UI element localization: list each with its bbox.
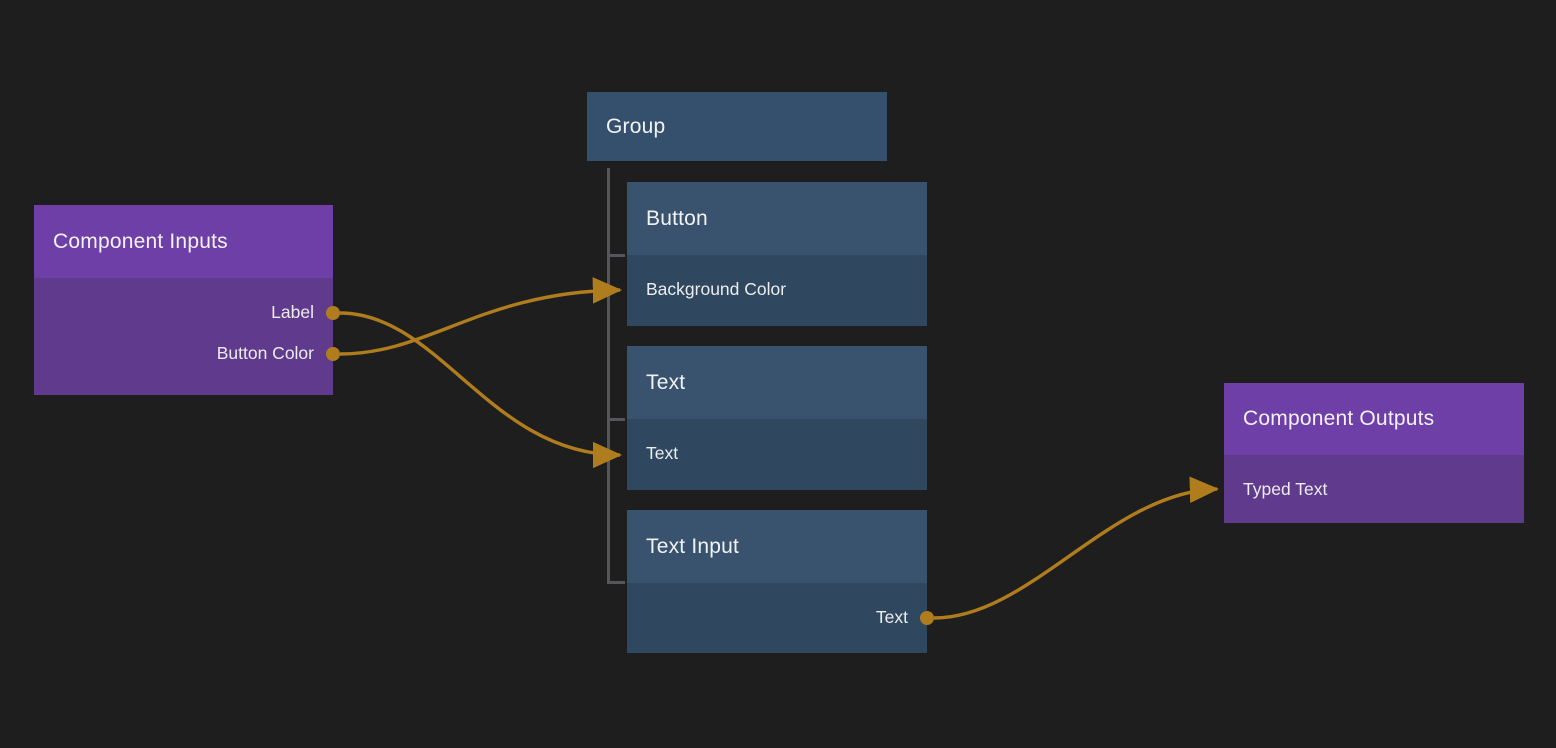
node-text-input[interactable]: Text Input Text (627, 510, 934, 653)
node-button-header: Button (627, 182, 927, 255)
port-row-label[interactable]: Label (34, 292, 340, 333)
port-label-typed-text: Typed Text (1243, 479, 1328, 499)
node-component-inputs[interactable]: Component Inputs Label Button Color (34, 205, 340, 395)
port-row-button-color[interactable]: Button Color (34, 333, 340, 374)
node-text[interactable]: Text Text (627, 346, 927, 490)
node-component-outputs-header: Component Outputs (1224, 383, 1524, 455)
port-dot-button-color[interactable] (326, 346, 340, 361)
node-text-title: Text (646, 370, 686, 394)
node-text-input-body: Text (627, 583, 934, 653)
node-text-input-header: Text Input (627, 510, 927, 583)
port-row-text[interactable]: Text (627, 433, 927, 474)
node-text-header: Text (627, 346, 927, 419)
node-group-header: Group (587, 92, 887, 161)
node-button[interactable]: Button Background Color (627, 182, 927, 326)
port-dot-label[interactable] (326, 305, 340, 320)
edge-label-to-text (339, 311, 623, 469)
group-tree-branch-button (607, 254, 625, 257)
port-row-typed-text[interactable]: Typed Text (1224, 469, 1524, 510)
port-label-background-color: Background Color (646, 279, 787, 299)
group-tree-branch-text-input (607, 581, 625, 584)
port-label-label: Label (271, 302, 314, 322)
port-row-background-color[interactable]: Background Color (627, 269, 927, 310)
node-button-title: Button (646, 206, 708, 230)
edge-button-color-to-background-color (339, 277, 623, 356)
node-component-outputs-title: Component Outputs (1243, 407, 1435, 430)
port-label-text-input-text: Text (875, 607, 908, 627)
group-tree-branch-text (607, 418, 625, 421)
node-text-input-title: Text Input (646, 534, 740, 558)
edge-text-to-typed-text (933, 476, 1220, 620)
port-label-text: Text (646, 443, 679, 463)
port-row-text-input-text[interactable]: Text (627, 597, 934, 638)
group-tree-trunk (607, 168, 610, 584)
node-button-body: Background Color (627, 255, 927, 326)
node-component-inputs-body: Label Button Color (34, 278, 340, 395)
node-text-body: Text (627, 419, 927, 490)
node-group-title: Group (606, 114, 666, 138)
node-group[interactable]: Group (587, 92, 887, 161)
port-dot-text-input-text[interactable] (920, 610, 934, 625)
node-component-outputs[interactable]: Component Outputs Typed Text (1224, 383, 1524, 523)
port-label-button-color: Button Color (216, 343, 314, 363)
node-component-inputs-header: Component Inputs (34, 205, 333, 278)
node-component-inputs-title: Component Inputs (53, 229, 228, 253)
node-component-outputs-body: Typed Text (1224, 455, 1524, 523)
